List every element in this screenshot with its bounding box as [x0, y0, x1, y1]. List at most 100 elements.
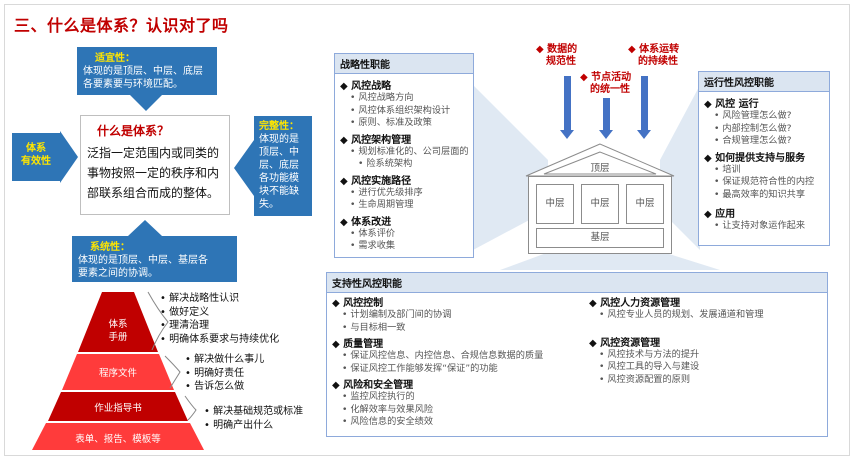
operational-section-title: 应用: [715, 209, 736, 220]
slide-frame: [4, 4, 850, 456]
house-bottom-label: 基层: [590, 232, 610, 243]
down-arrow-icon: [560, 76, 574, 139]
definition-question: 什么是体系？: [97, 124, 170, 138]
supportive-section-title: 风控人力资源管理: [600, 298, 681, 309]
supportive-section-title: 风险和安全管理: [343, 380, 414, 391]
pyramid-note: 解决战略性认识: [160, 292, 279, 306]
systematic-box: 系统性： 体现的是顶层、中层、基层各 要素之间的协调。: [72, 236, 237, 282]
supportive-section: ◆ 风控资源管理: [589, 337, 661, 349]
supportive-item: 保证风控工作能够发挥“保证”的功能: [332, 363, 582, 376]
effectiveness-line-2: 有效性: [21, 156, 51, 167]
house-top: 顶层: [580, 160, 620, 176]
strategic-section: ◆ 风控战略: [340, 81, 392, 92]
strategic-section: ◆ 风控实施路径: [340, 175, 412, 187]
operational-item: 培训: [704, 164, 824, 177]
suitability-arrow-icon: [130, 95, 162, 111]
roof-inner: [543, 151, 657, 175]
supportive-section: ◆ 风控控制: [332, 298, 384, 309]
pyramid-level-3: [48, 392, 188, 421]
definition-line-3: 部联系组合而成的整体。: [87, 186, 220, 200]
operational-section-title: 如何提供支持与服务: [715, 152, 806, 164]
pyramid-level-2: [62, 354, 174, 390]
house-top-label: 顶层: [590, 163, 610, 174]
pyramid-note: 明确体系要求与持续优化: [160, 333, 279, 347]
house-middle-label: 中层: [635, 198, 655, 209]
supportive-item: 风控技术与方法的提升: [589, 349, 824, 362]
pyramid-notes-3: 解决基础规范或标准 明确产出什么: [204, 405, 303, 432]
pyramid-level-1: [78, 292, 158, 352]
completeness-head: 完整性：: [259, 121, 299, 132]
house-middle-label: 中层: [590, 198, 610, 209]
suitability-head: 适宜性：: [95, 53, 135, 64]
suitability-box: 适宜性： 体现的是顶层、中层、底层 各要素要与环境匹配。: [77, 47, 217, 95]
strategic-panel: 战略性职能 ◆ 风控战略 风控战略方向 风控体系组织架构设计 原则、标准及政策 …: [334, 53, 474, 258]
system-house: 顶层 中层 中层 中层 基层: [520, 140, 680, 260]
suitability-line-1: 体现的是顶层、中层、底层: [83, 66, 203, 77]
house-middle-2: 中层: [581, 184, 619, 224]
pyramid-label-4: 表单、报告、模板等: [75, 434, 161, 445]
pyramid-label-2: 程序文件: [98, 368, 137, 379]
strategic-header: 战略性职能: [335, 54, 473, 74]
operational-section-title: 风控 运行: [715, 99, 759, 110]
completeness-line-6: 失。: [259, 199, 279, 210]
systematic-arrow-icon: [128, 220, 162, 236]
strategic-item: 风控战略方向: [340, 92, 468, 105]
pyramid-label-1b: 手册: [108, 332, 128, 343]
document-pyramid: [32, 291, 204, 450]
supportive-item: 风险信息的安全绩效: [332, 416, 582, 429]
operational-item: 保证规范符合性的内控: [704, 176, 824, 189]
completeness-arrow-icon: [234, 140, 254, 196]
completeness-line-1: 体现的是: [259, 134, 299, 145]
operational-item: 让支持对象运作起来: [704, 220, 824, 233]
pyramid-note: 解决做什么事儿: [185, 353, 264, 367]
label-line: 的统一性: [590, 84, 630, 95]
supportive-item: 与目标相一致: [332, 322, 582, 335]
supportive-item: 监控风控执行的: [332, 391, 582, 404]
label-text: 节点活动: [591, 72, 632, 83]
house-bottom: 基层: [536, 228, 664, 248]
pyramid-label-1a: 体系: [108, 319, 128, 330]
strategic-section: ◆ 风控架构管理: [340, 134, 412, 146]
supportive-section: ◆ 质量管理: [332, 339, 384, 350]
strategic-section-title: 体系改进: [351, 216, 392, 228]
completeness-box: 完整性： 体现的是 顶层、中 层、底层 各功能模 块不能缺 失。: [254, 116, 312, 216]
effectiveness-line-1: 体系: [26, 143, 46, 154]
label-line: ◆ 节点活动: [580, 72, 632, 83]
pyramid-note: 理清治理: [160, 319, 279, 333]
strategic-item: 体系评价: [340, 228, 468, 241]
strategic-item: 生命周期管理: [340, 199, 468, 212]
definition-box: 什么是体系？ 泛指一定范围内或同类的 事物按照一定的秩序和内 部联系组合而成的整…: [80, 115, 230, 215]
effectiveness-box: 体系 有效性: [12, 133, 60, 181]
label-line: 的持续性: [638, 56, 678, 67]
label-line: 规范性: [546, 56, 576, 67]
supportive-right-column: ◆ 风控人力资源管理 风控专业人员的规划、发展通道和管理 ◆ 风控资源管理 风控…: [589, 293, 824, 386]
concept-diagram: 适宜性： 体现的是顶层、中层、底层 各要素要与环境匹配。 体系 有效性 什么是体…: [0, 0, 320, 300]
pyramid-notes-2: 解决做什么事儿 明确好责任 告诉怎么做: [185, 353, 264, 394]
label-continuity: ◆ 体系运转 的持续性: [628, 44, 679, 68]
supportive-section-title: 风控控制: [343, 298, 384, 309]
label-line: ◆ 数据的: [536, 44, 578, 55]
supportive-section: ◆ 风控人力资源管理: [589, 298, 681, 309]
completeness-line-2: 顶层、中: [259, 147, 299, 158]
strategic-item: 进行优先级排序: [340, 187, 468, 200]
house-middle-1: 中层: [536, 184, 574, 224]
label-line: ◆ 体系运转: [628, 44, 680, 55]
strategic-section: ◆ 体系改进: [340, 216, 392, 228]
effectiveness-arrow-icon: [60, 131, 78, 183]
operational-item: 风险管理怎么做?: [704, 110, 824, 123]
operational-section: ◆ 风控 运行: [704, 99, 759, 110]
house-roof: [525, 143, 675, 177]
bracket-3: [184, 395, 197, 421]
pyramid-label-3: 作业指导书: [94, 403, 142, 414]
house-middle-label: 中层: [545, 198, 565, 209]
down-arrow-icon: [599, 98, 613, 139]
completeness-line-4: 各功能模: [259, 173, 299, 184]
supportive-item: 风控专业人员的规划、发展通道和管理: [589, 309, 824, 322]
completeness-line-5: 块不能缺: [259, 186, 299, 197]
supportive-section-title: 风控资源管理: [600, 337, 661, 349]
pyramid-note: 明确产出什么: [204, 419, 303, 433]
pyramid-note: 解决基础规范或标准: [204, 405, 303, 419]
strategic-item: 规划标准化的、公司层面的: [340, 146, 468, 159]
supportive-panel: 支持性风控职能 ◆ 风控控制 计划编制及部门间的协调 与目标相一致 ◆ 质量管理…: [326, 272, 828, 437]
suitability-line-2: 各要素要与环境匹配。: [83, 79, 183, 90]
